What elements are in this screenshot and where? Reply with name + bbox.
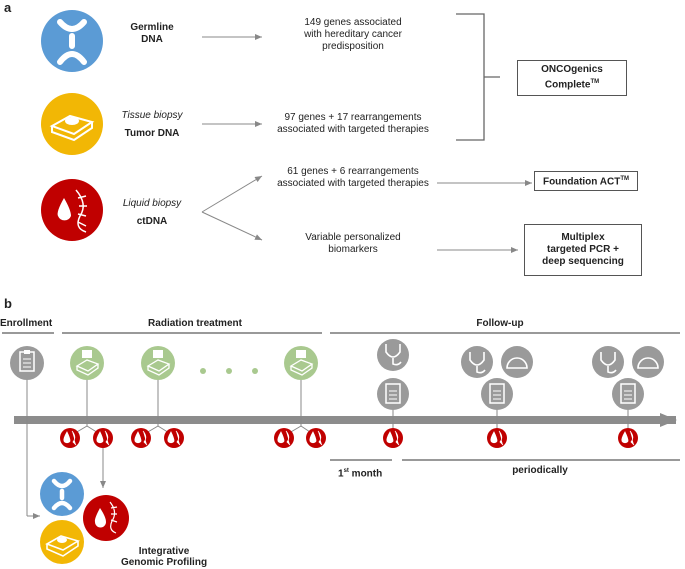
panel-a-arrows — [201, 34, 532, 253]
first-month-number: 1 — [338, 468, 344, 480]
tissue-subtitle: Tumor DNA — [124, 128, 180, 139]
tissue-biopsy-icon-1 — [70, 346, 104, 380]
panel-a-label: a — [4, 0, 12, 15]
followup-periodic-icons-1 — [461, 346, 533, 428]
box-multiplex-pcr: Multiplex targeted PCR + deep sequencing — [524, 224, 642, 276]
periodically-label: periodically — [512, 465, 568, 476]
integrative-liquid-icon — [83, 495, 129, 541]
liquid-biopsy-icon — [41, 179, 103, 241]
enrollment-clipboard-icon — [10, 346, 44, 380]
germline-description: 149 genes associated with hereditary can… — [304, 17, 402, 52]
tissue-description: 97 genes + 17 rearrangements associated … — [277, 112, 429, 135]
ellipsis-dots — [200, 368, 258, 374]
box-oncogenics-line2: Complete — [544, 79, 591, 91]
integrative-tissue-icon — [40, 520, 84, 564]
tissue-biopsy-icon-3 — [284, 346, 318, 380]
germline-subtitle: DNA — [141, 34, 163, 45]
liquid-title: Liquid biopsy — [122, 198, 182, 209]
integrative-germline-icon — [40, 472, 84, 516]
phase-radiation: Radiation treatment — [148, 318, 242, 329]
phase-followup: Follow-up — [476, 318, 524, 329]
box-foundation-act: Foundation ACTTM — [534, 171, 638, 191]
tissue-biopsy-icon-2 — [141, 346, 175, 380]
box-oncogenics-line1: ONCOgenics — [541, 64, 603, 76]
first-month-label: 1st month — [338, 465, 398, 480]
integrative-label-line2: Genomic Profiling — [120, 557, 208, 568]
followup-periodic-icons-2 — [592, 346, 664, 428]
germline-title: Germline — [130, 22, 174, 33]
blood-drop-icons — [60, 428, 638, 448]
liquid-description-1: 61 genes + 6 rearrangements associated w… — [277, 166, 429, 189]
germline-dna-icon — [41, 10, 103, 72]
phase-enrollment: Enrollment — [0, 318, 53, 329]
tissue-title: Tissue biopsy — [121, 110, 183, 121]
tissue-biopsy-icon — [41, 93, 103, 155]
followup-1st-month-icons — [377, 339, 409, 428]
integrative-label-line1: Integrative — [138, 546, 190, 557]
first-month-sup: st — [343, 468, 349, 474]
box-foundation-line1: Foundation ACT — [542, 176, 621, 188]
panel-b-label: b — [4, 296, 12, 311]
box-foundation-sup: TM — [620, 176, 630, 183]
first-month-suffix: month — [348, 468, 383, 480]
liquid-description-2: Variable personalized biomarkers — [305, 232, 401, 255]
liquid-subtitle: ctDNA — [136, 216, 168, 227]
grouping-bracket — [456, 13, 500, 141]
box-oncogenics-sup: TM — [590, 79, 600, 86]
